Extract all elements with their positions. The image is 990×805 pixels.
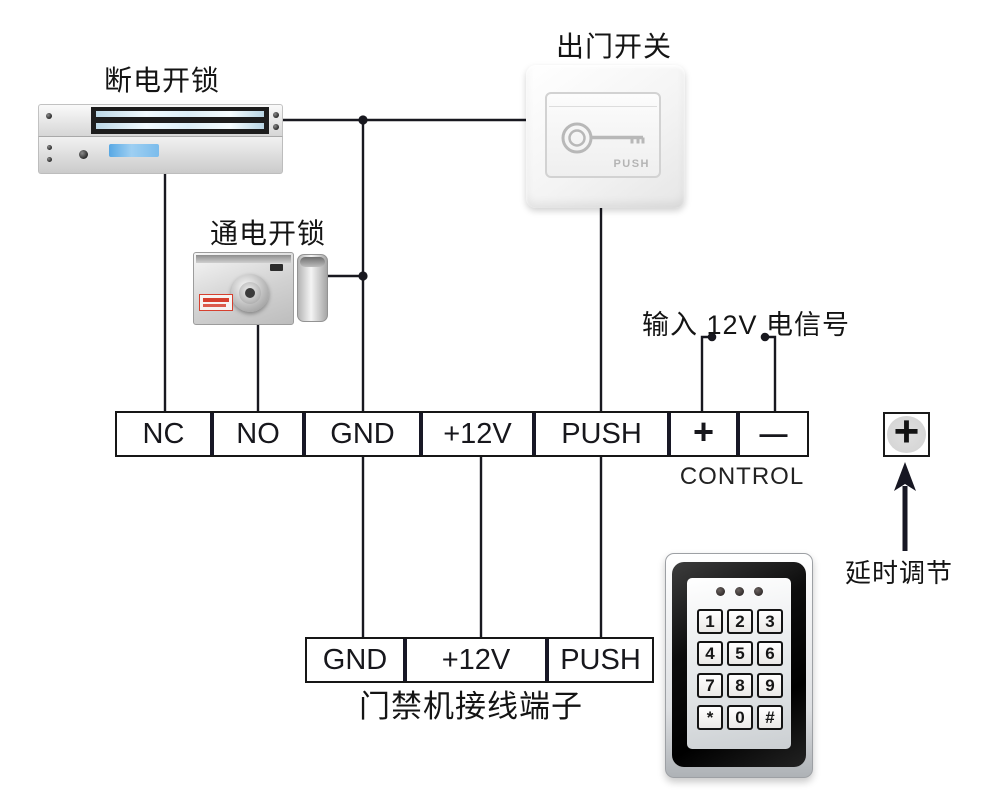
maglock-top-face [38, 104, 283, 136]
keypad-key-6: 6 [757, 641, 783, 666]
access-terminal-strip: GND +12V PUSH [305, 637, 654, 683]
led-icon [734, 587, 744, 596]
keypad-key-7: 7 [697, 673, 723, 698]
terminal-nc: NC [142, 417, 185, 450]
terminal-minus: — [736, 413, 807, 455]
screw-icon [273, 124, 279, 130]
keypad-panel: 1 2 3 4 5 6 7 8 9 * 0 # [687, 578, 791, 749]
maglock-label: 断电开锁 [104, 65, 221, 96]
keypad-key-9: 9 [757, 673, 783, 698]
screw-icon [47, 145, 52, 150]
keypad-key-4: 4 [697, 641, 723, 666]
led-indicators [687, 587, 791, 596]
access-terminal-gnd: GND [322, 643, 388, 676]
plus-icon: + [893, 406, 920, 456]
delay-adjust-button: + [883, 406, 930, 457]
terminal-gnd: GND [302, 413, 419, 455]
terminal-push: PUSH [532, 413, 667, 455]
access-terminal-12v: +12V [403, 639, 545, 681]
delay-arrow-icon [894, 462, 916, 551]
exit-switch-button: PUSH [545, 92, 661, 178]
key-icon [561, 122, 645, 154]
keypad-key-5: 5 [727, 641, 753, 666]
keypad-bezel: 1 2 3 4 5 6 7 8 9 * 0 # [672, 562, 806, 767]
delay-button-circle [887, 416, 926, 453]
keypad-key-1: 1 [697, 609, 723, 634]
junction-dot [358, 115, 368, 125]
exit-switch-label: 出门开关 [556, 31, 673, 62]
access-terminal-push: PUSH [545, 639, 652, 681]
terminal-no: NO [210, 413, 302, 455]
terminal-12v: +12V [419, 413, 532, 455]
terminal-plus: + [667, 411, 736, 455]
lock-knob [231, 274, 269, 312]
maglock-body [38, 136, 283, 174]
access-terminals-label: 门禁机接线端子 [359, 689, 583, 724]
input-signal-label: 输入 12V 电信号 [642, 310, 851, 340]
maglock-logo-sticker [109, 144, 159, 157]
keypad-image: 1 2 3 4 5 6 7 8 9 * 0 # [665, 553, 813, 778]
lock-warning-sticker [199, 294, 233, 311]
electric-lock-image [193, 252, 328, 325]
control-label: CONTROL [679, 463, 805, 490]
keypad-key-hash: # [757, 705, 783, 730]
controller-terminal-strip: NC NO GND +12V PUSH + — [115, 411, 809, 457]
keypad-key-star: * [697, 705, 723, 730]
push-engraving: PUSH [613, 158, 650, 170]
screw-icon [273, 112, 279, 118]
keypad-key-8: 8 [727, 673, 753, 698]
screw-icon [46, 113, 52, 119]
keypad-key-2: 2 [727, 609, 753, 634]
electric-lock-label: 通电开锁 [210, 218, 327, 249]
maglock-image [38, 104, 283, 174]
led-icon [753, 587, 763, 596]
keypad-key-3: 3 [757, 609, 783, 634]
junction-dot [358, 271, 368, 281]
screw-icon [79, 150, 88, 159]
wire-input-plus [700, 335, 712, 411]
lock-slot [270, 264, 283, 271]
keypad-keys: 1 2 3 4 5 6 7 8 9 * 0 # [697, 609, 783, 730]
maglock-magnet-face [91, 107, 269, 134]
electric-lock-cylinder [297, 254, 328, 322]
keypad-key-0: 0 [727, 705, 753, 730]
delay-adjust-label: 延时调节 [845, 558, 954, 588]
led-icon [715, 587, 725, 596]
wire-input-minus [765, 335, 777, 411]
screw-icon [47, 157, 52, 162]
electric-lock-body [193, 252, 294, 325]
exit-switch-image: PUSH [526, 65, 685, 208]
